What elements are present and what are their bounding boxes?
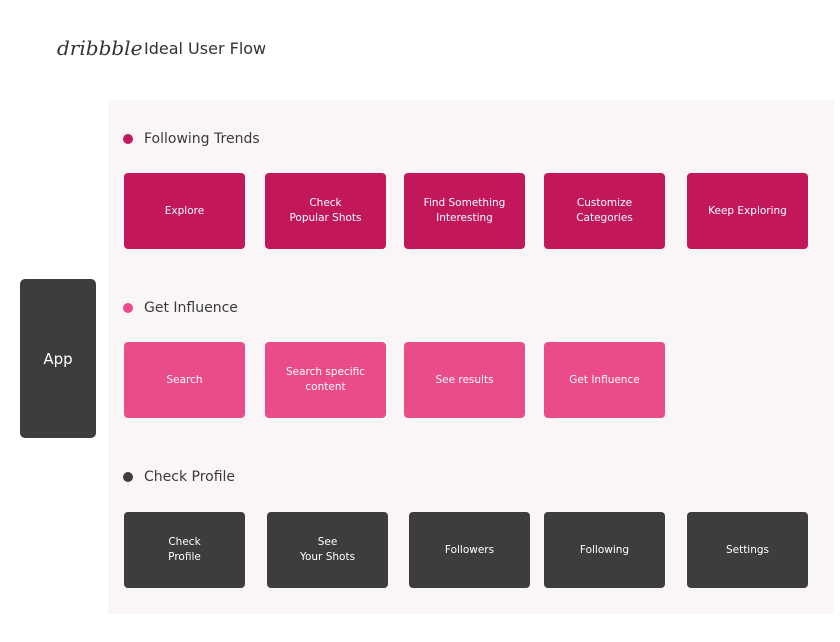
app-node: App [20, 279, 96, 438]
flow-step-settings: Settings [687, 512, 808, 588]
profile-dot-icon [123, 472, 133, 482]
influence-dot-icon [123, 303, 133, 313]
flow-step-search-specific-content: Search specific content [265, 342, 386, 418]
flow-step-see-your-shots: See Your Shots [267, 512, 388, 588]
flow-step-check-popular-shots: Check Popular Shots [265, 173, 386, 249]
flow-step-search: Search [124, 342, 245, 418]
flow-step-get-influence: Get Influence [544, 342, 665, 418]
flow-step-keep-exploring: Keep Exploring [687, 173, 808, 249]
flow-step-followers: Followers [409, 512, 530, 588]
app-node-label: App [43, 349, 73, 368]
section-label: Following Trends [144, 131, 260, 147]
flow-step-following: Following [544, 512, 665, 588]
section-label: Get Influence [144, 300, 238, 316]
flow-step-check-profile: Check Profile [124, 512, 245, 588]
trends-dot-icon [123, 134, 133, 144]
flow-step-see-results: See results [404, 342, 525, 418]
flow-step-find-something-interesting: Find Something Interesting [404, 173, 525, 249]
section-check-profile: Check Profile [123, 469, 235, 485]
section-get-influence: Get Influence [123, 300, 238, 316]
page-title: Ideal User Flow [144, 39, 267, 58]
section-following-trends: Following Trends [123, 131, 260, 147]
dribbble-logo: dribbble [57, 36, 143, 60]
flow-step-explore: Explore [124, 173, 245, 249]
section-label: Check Profile [144, 469, 236, 485]
flow-step-customize-categories: Customize Categories [544, 173, 665, 249]
